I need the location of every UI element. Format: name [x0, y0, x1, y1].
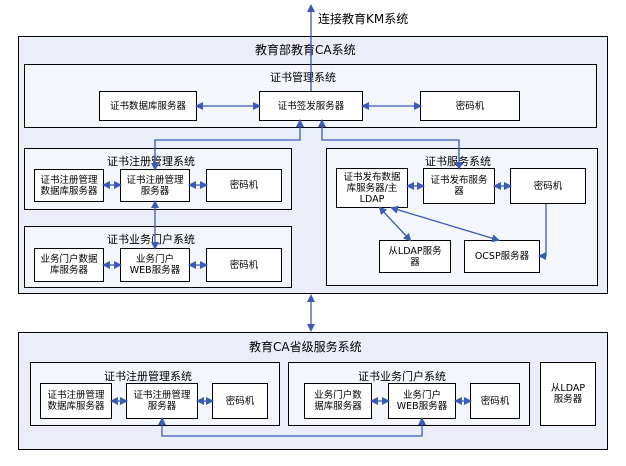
portal-db-server: 业务门户数据 库服务器: [34, 248, 104, 282]
service-cipher: 密码机: [510, 168, 586, 204]
prov-portal-web-server: 业务门户 WEB服务器: [388, 383, 456, 419]
reg-cipher: 密码机: [206, 169, 282, 202]
portal-title: 证书业务门户系统: [107, 233, 195, 246]
prov-portal-cipher: 密码机: [470, 383, 520, 419]
prov-reg-cipher: 密码机: [212, 383, 268, 419]
reg-mgmt-server: 证书注册管理 服务器: [120, 169, 190, 202]
cert-mgmt-title: 证书管理系统: [270, 71, 336, 84]
cert-issue-server: 证书签发服务器: [259, 91, 363, 121]
cert-mgmt-cipher: 密码机: [420, 91, 520, 121]
ocsp-server: OCSP服务器: [464, 240, 540, 273]
prov-slave-ldap: 从LDAP 服务器: [540, 362, 596, 426]
cert-service-title: 证书服务系统: [425, 155, 491, 168]
publish-server: 证书发布服务 器: [423, 168, 495, 204]
portal-web-server: 业务门户 WEB服务器: [120, 248, 190, 282]
reg-db-server: 证书注册管理 数据库服务器: [34, 169, 104, 202]
prov-portal-title: 证书业务门户系统: [358, 370, 446, 383]
slave-ldap-server: 从LDAP服务 器: [379, 240, 451, 273]
prov-reg-mgmt-title: 证书注册管理系统: [104, 370, 192, 383]
prov-ca-title: 教育CA省级服务系统: [249, 340, 362, 354]
prov-reg-mgmt-server: 证书注册管理 服务器: [126, 383, 198, 419]
cert-db-server: 证书数据库服务器: [99, 91, 197, 121]
km-link-label: 连接教育KM系统: [318, 12, 409, 26]
reg-mgmt-title: 证书注册管理系统: [107, 155, 195, 168]
publish-db-ldap: 证书发布数据 库服务器/主 LDAP: [336, 168, 408, 208]
prov-reg-db-server: 证书注册管理 数据库服务器: [40, 383, 112, 419]
prov-portal-db-server: 业务门户数 据库服务器: [304, 383, 372, 419]
portal-cipher: 密码机: [206, 248, 282, 282]
moe-ca-title: 教育部教育CA系统: [255, 43, 356, 57]
